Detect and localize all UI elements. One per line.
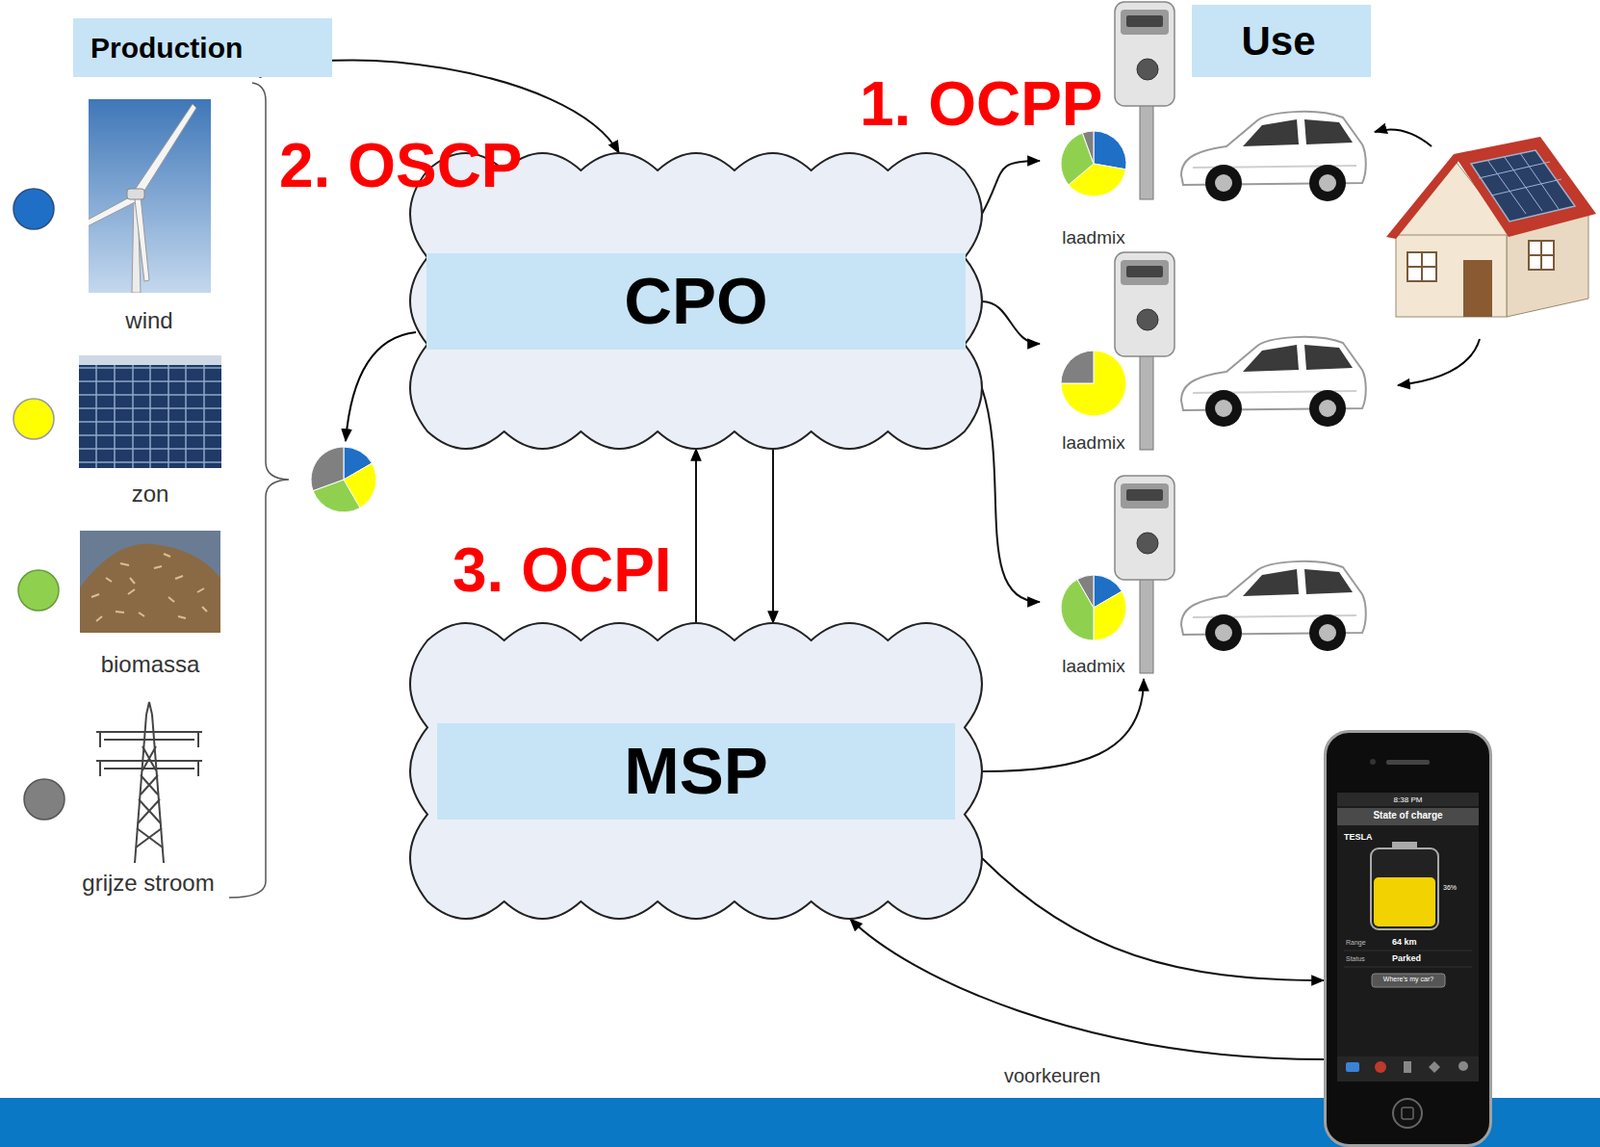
mix-caption: laadmix bbox=[1039, 227, 1148, 249]
connector-arrow bbox=[695, 448, 697, 623]
charge-point: laadmix bbox=[1039, 248, 1185, 456]
charge-point: laadmix bbox=[1039, 471, 1185, 679]
connector-arrow bbox=[772, 448, 775, 623]
label-box: Use bbox=[1191, 4, 1371, 78]
cloud-node: CPO bbox=[410, 153, 982, 449]
box-title: Production bbox=[90, 31, 243, 65]
mix-arrow bbox=[345, 332, 416, 441]
connector-arrow bbox=[850, 918, 1324, 1059]
charge-mix-pie bbox=[1060, 350, 1127, 416]
source-caption: grijze stroom bbox=[42, 870, 255, 896]
cloud-label: MSP bbox=[437, 722, 955, 820]
production-mix-pie bbox=[310, 446, 377, 513]
screen-text: Range bbox=[1345, 938, 1390, 947]
source-caption: biomassa bbox=[44, 651, 257, 677]
charging-poles bbox=[1114, 1, 1175, 673]
biomass-photo bbox=[79, 530, 221, 633]
wind-photo bbox=[88, 99, 211, 293]
screen-text: TESLA bbox=[1343, 831, 1421, 843]
connector-arrow bbox=[981, 301, 1040, 344]
connector-arrow bbox=[981, 857, 1324, 981]
connector-arrow bbox=[981, 160, 1040, 214]
mix-caption: laadmix bbox=[1039, 655, 1148, 677]
screen-text: 8:38 PM bbox=[1326, 795, 1490, 805]
smartphone: 8:38 PM State of chargeTESLA 36% Range64 km… bbox=[1323, 729, 1493, 1147]
charge-mix-pie bbox=[1060, 130, 1127, 197]
electric-cars bbox=[1181, 111, 1367, 651]
cloud-label: CPO bbox=[426, 253, 966, 350]
charge-mix-pie bbox=[1060, 574, 1127, 641]
label-box: Production bbox=[73, 18, 333, 78]
house-arrow bbox=[1397, 338, 1480, 386]
screen-text: 36% bbox=[1443, 883, 1476, 892]
pylon-picture bbox=[96, 701, 203, 863]
source-caption: zon bbox=[44, 481, 257, 507]
connector-arrow bbox=[981, 387, 1040, 602]
house-arrow bbox=[1374, 129, 1432, 147]
box-title: Use bbox=[1240, 18, 1316, 65]
edge-label: voorkeuren bbox=[1001, 1064, 1104, 1086]
source-dots bbox=[13, 188, 65, 820]
screen-text: Where's my car? bbox=[1371, 975, 1446, 983]
protocol-label: 2. OSCP bbox=[279, 134, 523, 197]
house-with-solar bbox=[1386, 136, 1597, 317]
cloud-node: MSP bbox=[410, 622, 982, 919]
protocol-label: 3. OCPI bbox=[452, 539, 672, 601]
screen-text: Status bbox=[1345, 954, 1390, 963]
bracket bbox=[229, 82, 289, 898]
mix-caption: laadmix bbox=[1039, 432, 1148, 454]
screen-text: State of charge bbox=[1326, 809, 1490, 822]
source-caption: wind bbox=[43, 308, 256, 334]
solar-photo bbox=[78, 355, 222, 468]
screen-text: Parked bbox=[1392, 953, 1460, 964]
connector-arrow bbox=[981, 678, 1144, 772]
screen-text: 64 km bbox=[1392, 936, 1460, 948]
protocol-label: 1. OCPP bbox=[859, 73, 1104, 135]
